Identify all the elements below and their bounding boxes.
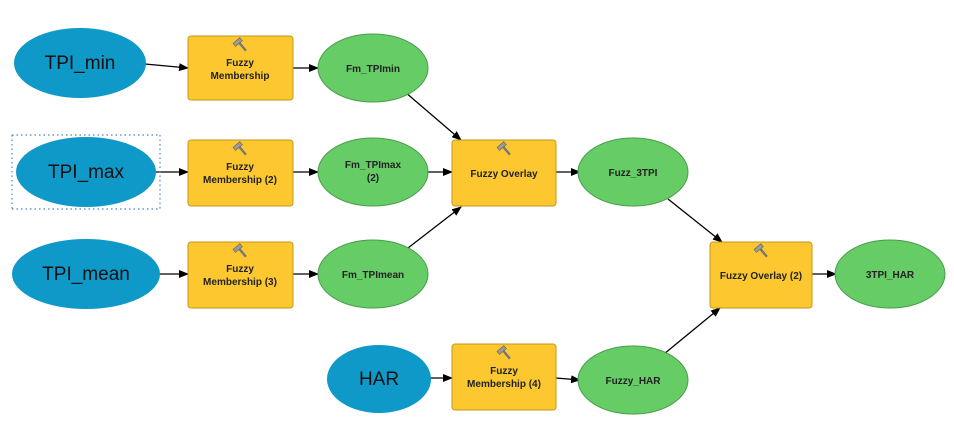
tool-fuzzy-membership-1-label-2: Membership: [211, 71, 270, 82]
output-fm-tpimin[interactable]: Fm_TPImin: [317, 33, 429, 103]
input-tpi-max[interactable]: TPI_max: [11, 134, 161, 210]
tool-fuzzy-overlay-1[interactable]: Fuzzy Overlay: [451, 139, 557, 207]
tool-fuzzy-membership-4-label-2: Membership (4): [467, 379, 541, 390]
input-tpi-min-label: TPI_min: [45, 53, 116, 74]
output-fm-tpimean[interactable]: Fm_TPImean: [317, 239, 429, 309]
input-har[interactable]: HAR: [327, 345, 431, 413]
connector-fmtpimin-overlay1: [404, 91, 462, 141]
output-fm-tpimin-label: Fm_TPImin: [346, 64, 400, 75]
tool-fuzzy-overlay-2[interactable]: Fuzzy Overlay (2): [709, 241, 813, 309]
tool-fuzzy-membership-3-label-1: Fuzzy: [226, 264, 254, 275]
connector-fm4-fuzzyhar: [555, 375, 581, 384]
input-tpi-mean[interactable]: TPI_mean: [12, 239, 160, 309]
input-tpi-mean-label: TPI_mean: [42, 264, 130, 285]
tool-fuzzy-membership-2-label-2: Membership (2): [203, 175, 277, 186]
tool-fuzzy-membership-2-label-1: Fuzzy: [226, 162, 254, 173]
output-fm-tpimean-label: Fm_TPImean: [342, 270, 404, 281]
connector-fuzzyhar-overlay2: [663, 307, 721, 355]
input-tpi-max-label: TPI_max: [48, 162, 125, 183]
output-3tpi-har-label: 3TPI_HAR: [866, 270, 915, 281]
connectors: [144, 63, 837, 384]
output-fm-tpimax[interactable]: Fm_TPImax (2): [317, 137, 429, 207]
connector-tpimin-fm1: [144, 63, 189, 72]
tool-fuzzy-membership-1-label-1: Fuzzy: [226, 58, 254, 69]
output-fuzz-3tpi[interactable]: Fuzz_3TPI: [577, 137, 689, 207]
tool-fuzzy-overlay-1-label: Fuzzy Overlay: [470, 169, 538, 180]
tool-fuzzy-membership-4-label-1: Fuzzy: [490, 366, 518, 377]
input-har-label: HAR: [359, 369, 399, 390]
tool-fuzzy-membership-3-label-2: Membership (3): [203, 277, 277, 288]
output-fm-tpimax-label-1: Fm_TPImax: [345, 160, 402, 171]
tool-fuzzy-membership-3[interactable]: Fuzzy Membership (3): [187, 241, 294, 309]
selection-handles: [11, 134, 161, 210]
output-fuzzy-har[interactable]: Fuzzy_HAR: [577, 345, 689, 415]
connector-fuzz3tpi-overlay2: [667, 198, 723, 243]
connector-fmtpimean-overlay1: [407, 206, 462, 249]
tool-fuzzy-membership-1[interactable]: Fuzzy Membership: [187, 35, 294, 101]
tool-fuzzy-membership-4[interactable]: Fuzzy Membership (4): [451, 343, 557, 411]
tool-fuzzy-overlay-2-label: Fuzzy Overlay (2): [720, 271, 802, 282]
input-tpi-min[interactable]: TPI_min: [14, 28, 146, 98]
tool-fuzzy-membership-2[interactable]: Fuzzy Membership (2): [187, 139, 294, 207]
output-fuzz-3tpi-label: Fuzz_3TPI: [609, 168, 658, 179]
output-fuzzy-har-label: Fuzzy_HAR: [605, 376, 661, 387]
output-3tpi-har[interactable]: 3TPI_HAR: [834, 239, 946, 309]
output-fm-tpimax-label-2: (2): [367, 173, 379, 184]
